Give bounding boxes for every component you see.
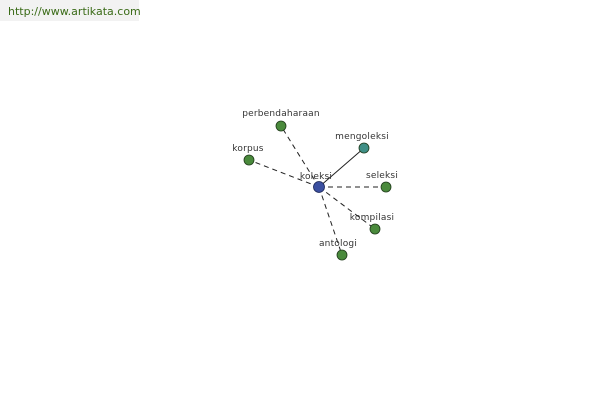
node-center-koleksi[interactable]	[313, 181, 325, 193]
edge-korpus	[248, 159, 320, 188]
node-kompilasi[interactable]	[369, 223, 381, 235]
node-label-antologi[interactable]: antologi	[319, 239, 357, 249]
edge-kompilasi	[318, 186, 376, 230]
node-label-korpus[interactable]: korpus	[232, 144, 264, 154]
graph-labels: perbendaharaan mengoleksi korpus seleksi kom…	[232, 109, 398, 249]
node-label-seleksi[interactable]: seleksi	[366, 171, 398, 181]
node-antologi[interactable]	[336, 249, 348, 261]
graph-edges	[248, 125, 386, 256]
node-label-mengoleksi[interactable]: mengoleksi	[335, 132, 389, 142]
node-mengoleksi[interactable]	[358, 142, 370, 154]
edge-mengoleksi	[318, 147, 365, 188]
edge-antologi	[318, 186, 343, 256]
node-perbendaharaan[interactable]	[275, 120, 287, 132]
source-url-link[interactable]: http://www.artikata.com	[8, 5, 141, 18]
node-label-center[interactable]: koleksi	[300, 172, 332, 182]
node-seleksi[interactable]	[380, 181, 392, 193]
graph-nodes	[243, 120, 392, 261]
node-label-kompilasi[interactable]: kompilasi	[350, 213, 394, 223]
edge-perbendaharaan	[280, 125, 320, 188]
source-url-bar: http://www.artikata.com	[0, 0, 141, 21]
node-label-perbendaharaan[interactable]: perbendaharaan	[242, 109, 320, 119]
node-korpus[interactable]	[243, 154, 255, 166]
